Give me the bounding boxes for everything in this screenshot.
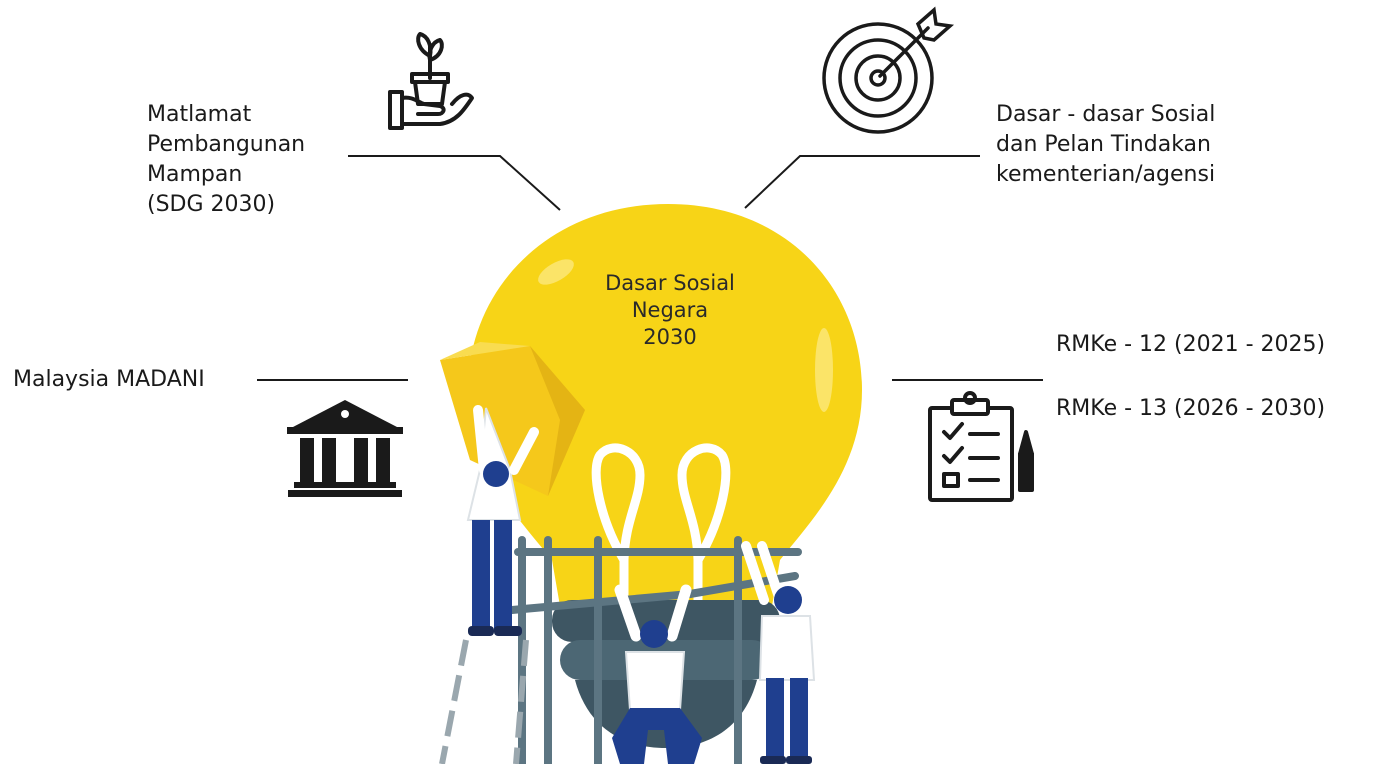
center-title: Dasar Sosial Negara 2030 [605,271,735,349]
clipboard-checklist-icon [928,391,1034,502]
government-building-icon [287,400,403,497]
node-social-policies-label: Dasar - dasar Sosial dan Pelan Tindakan … [996,102,1216,187]
node-sdg-label: Matlamat Pembangunan Mampan (SDG 2030) [147,102,306,217]
worker-middle [612,584,702,764]
node-rmke13-label: RMKe - 13 (2026 - 2030) [1056,396,1326,421]
target-arrow-icon [822,6,955,134]
node-rmke12-label: RMKe - 12 (2021 - 2025) [1056,332,1326,357]
cube-block [440,342,585,496]
worker-right [741,541,816,764]
connector-social-policies [744,155,980,209]
worker-left [466,405,539,636]
connector-sdg [348,155,561,211]
ladder [439,639,529,764]
node-madani-label: Malaysia MADANI [13,367,205,392]
plant-in-hand-icon [388,32,474,130]
